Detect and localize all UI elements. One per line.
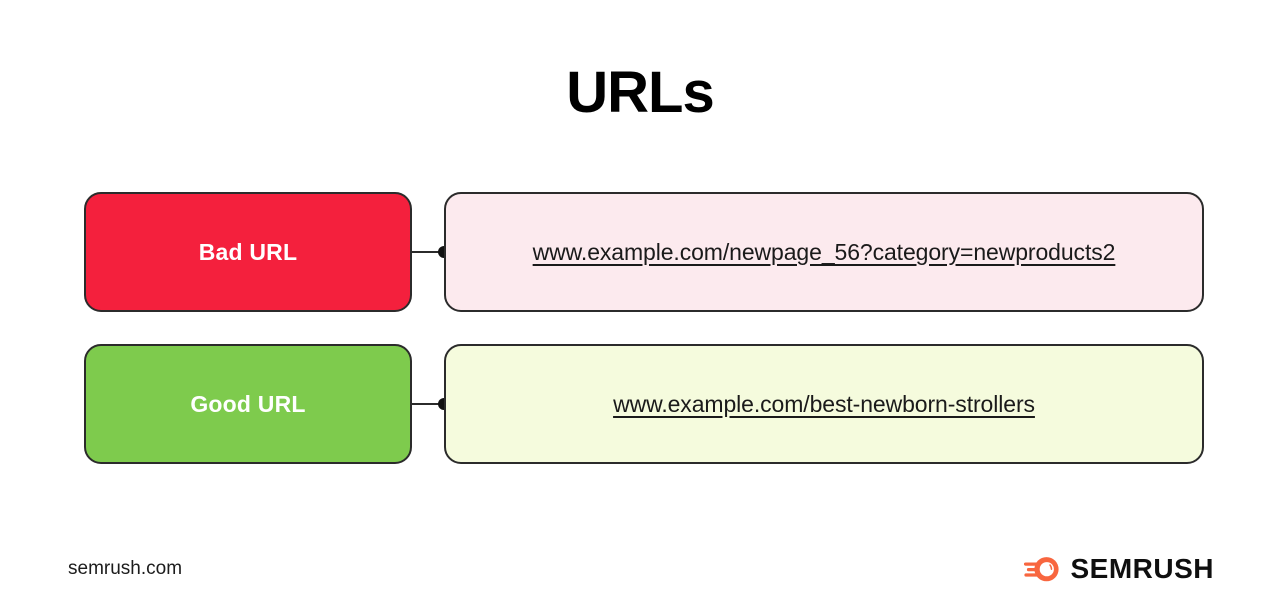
footer-website-label: semrush.com (68, 558, 183, 579)
page-title: URLs (566, 60, 714, 125)
row-good-url: Good URL www.example.com/best-newborn-st… (84, 344, 1204, 464)
label-box-bad-url: Bad URL (84, 192, 412, 312)
connector-bad-url (412, 192, 450, 312)
connector-line-icon (412, 403, 444, 405)
url-text-bad: www.example.com/newpage_56?category=newp… (532, 238, 1116, 265)
label-box-good-url: Good URL (84, 344, 412, 464)
label-box-good-url-text: Good URL (190, 390, 306, 417)
semrush-comet-icon (1024, 557, 1060, 582)
connector-line-icon (412, 251, 444, 253)
connector-good-url (412, 344, 450, 464)
label-box-bad-url-text: Bad URL (198, 238, 298, 265)
row-bad-url: Bad URL www.example.com/newpage_56?categ… (84, 192, 1204, 312)
brand-wordmark: SEMRUSH (1070, 553, 1214, 584)
url-text-good: www.example.com/best-newborn-strollers (613, 390, 1035, 417)
url-box-bad: www.example.com/newpage_56?category=newp… (444, 192, 1204, 312)
url-box-good: www.example.com/best-newborn-strollers (444, 344, 1204, 464)
brand-logo: SEMRUSH (1024, 552, 1214, 586)
